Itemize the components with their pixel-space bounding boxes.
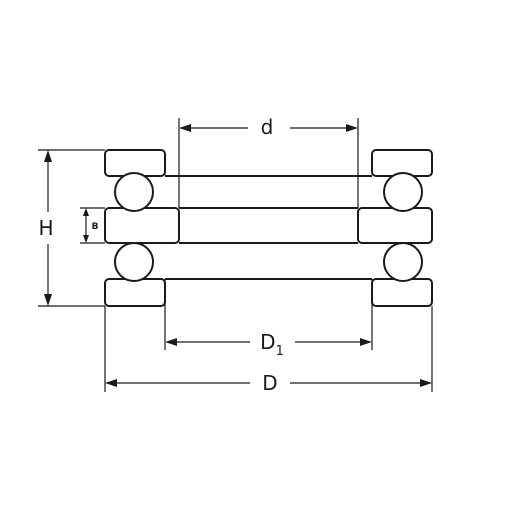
dimension-h: H xyxy=(38,150,54,306)
dimension-D-right-arrow xyxy=(420,379,432,387)
dimension-d1-label: D1 xyxy=(260,330,284,359)
dimension-D-label: D xyxy=(262,371,277,395)
dimension-d: d xyxy=(179,115,358,139)
extension-lines xyxy=(38,118,433,392)
bottom-right-housing-washer xyxy=(371,278,433,307)
dimension-D-left-arrow xyxy=(105,379,117,387)
dimension-h-bottom-arrow xyxy=(44,294,52,306)
bearing-washers xyxy=(104,149,433,307)
dimension-d-left-arrow xyxy=(179,124,191,132)
dimension-D: D xyxy=(105,371,432,395)
bearing-balls xyxy=(114,172,423,282)
dimension-d-label: d xyxy=(261,115,274,139)
center-right-shaft-washer xyxy=(357,207,433,244)
dimension-h-top-arrow xyxy=(44,150,52,162)
bore-lines xyxy=(165,175,372,280)
dimension-d1: D1 xyxy=(165,330,372,359)
ball-lower-right xyxy=(383,242,423,282)
dimension-b-bottom-arrow xyxy=(83,235,89,243)
dimension-d1-left-arrow xyxy=(165,338,177,346)
bottom-left-housing-washer xyxy=(104,278,166,307)
ball-upper-left xyxy=(114,172,154,212)
dimension-b-top-arrow xyxy=(83,208,89,216)
dimension-d-right-arrow xyxy=(346,124,358,132)
dimension-d1-right-arrow xyxy=(360,338,372,346)
dimension-b: B xyxy=(83,208,99,243)
center-left-shaft-washer xyxy=(104,207,180,244)
dimension-b-label: B xyxy=(92,222,99,232)
dimension-h-label: H xyxy=(38,216,53,240)
ball-lower-left xyxy=(114,242,154,282)
ball-upper-right xyxy=(383,172,423,212)
